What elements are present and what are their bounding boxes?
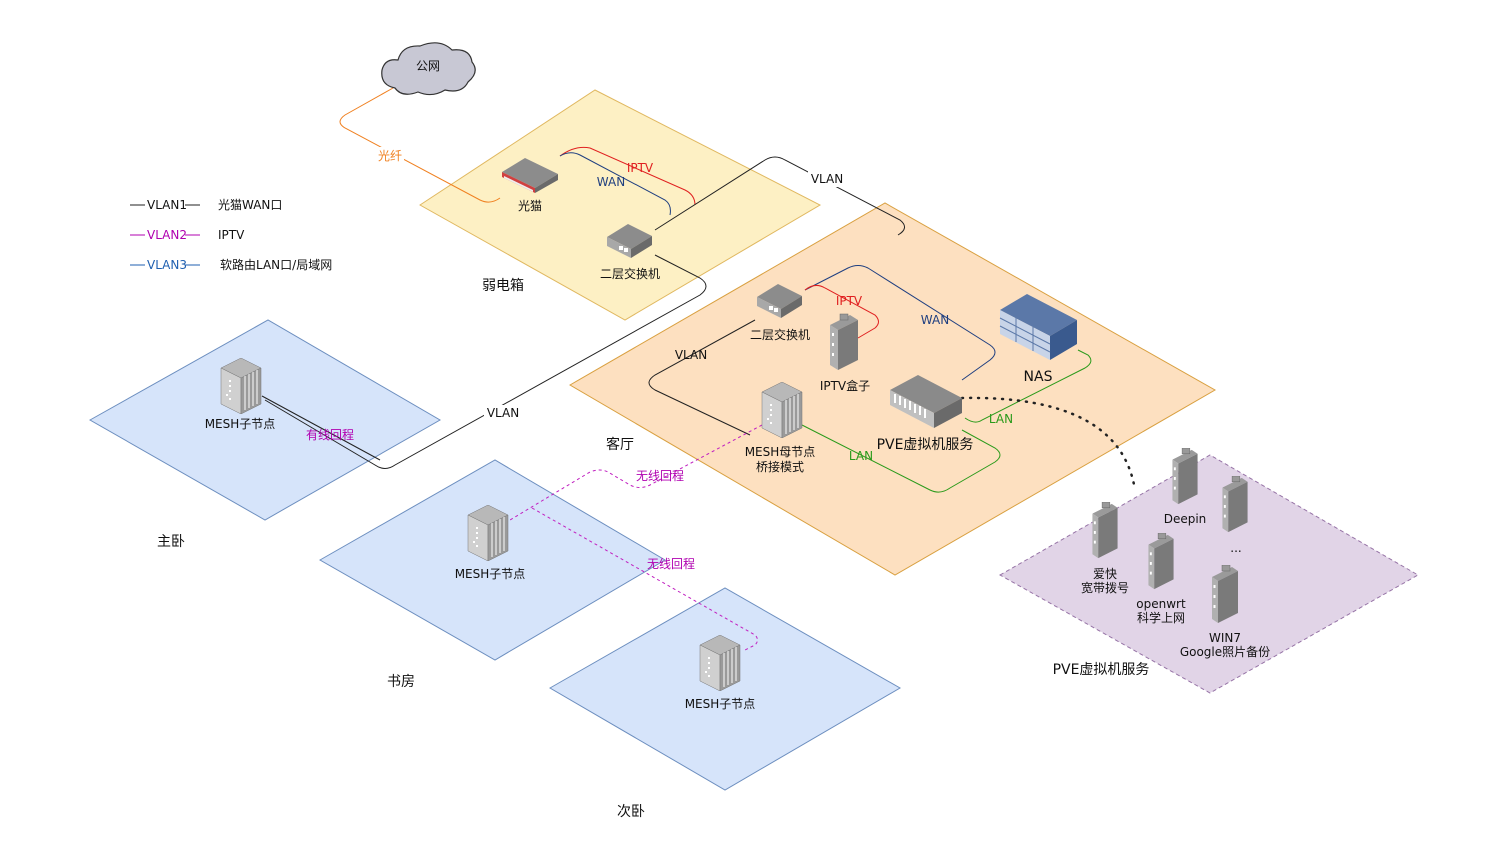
pve-server-label: PVE虚拟机服务 [877, 437, 974, 453]
legend: VLAN1 光猫WAN口 VLAN2 IPTV VLAN3 软路由LAN口/局域… [130, 198, 332, 272]
legend-vlan2: VLAN2 [147, 228, 187, 242]
room-label-pve: PVE虚拟机服务 [1053, 662, 1150, 678]
legend-vlan3: VLAN3 [147, 258, 187, 272]
vm-openwrt-label-2: 科学上网 [1137, 610, 1185, 625]
nas-label: NAS [1024, 369, 1053, 385]
iptv-box-label: IPTV盒子 [820, 378, 870, 393]
modem-icon [502, 158, 558, 193]
room-label-master: 主卧 [157, 534, 185, 550]
modem-label: 光猫 [518, 199, 542, 213]
iptv-link-2 [804, 284, 879, 339]
vm-ikuai-label-1: 爱快 [1093, 567, 1117, 581]
mesh-master-icon [220, 358, 262, 414]
vlan-link-top [654, 156, 905, 236]
vm-ikuai-icon [1091, 502, 1119, 559]
vm-more-label: ... [1230, 541, 1241, 555]
wireless-label-2: 无线回程 [647, 556, 695, 571]
mesh-second-icon [699, 635, 741, 691]
room-study [318, 459, 666, 661]
switch-2-label: 二层交换机 [750, 327, 810, 342]
vm-deepin-icon [1171, 448, 1199, 505]
wireless-label-1: 无线回程 [636, 468, 684, 483]
room-second [548, 587, 902, 791]
wan-label-1: WAN [597, 175, 625, 189]
nas-icon [999, 294, 1077, 360]
iptv-box-icon [830, 313, 858, 370]
mesh-master-label: MESH子节点 [205, 417, 276, 431]
iptv-link-1 [559, 146, 696, 206]
vm-win7-label-1: WIN7 [1209, 631, 1241, 645]
vm-deepin-label: Deepin [1164, 512, 1207, 526]
legend-vlan2-desc: IPTV [218, 228, 245, 242]
lan-link-nas [964, 349, 1092, 423]
mesh-main-label-2: 桥接模式 [756, 459, 804, 474]
vm-openwrt-label-1: openwrt [1136, 597, 1186, 611]
iptv-label-1: IPTV [627, 161, 654, 175]
mesh-main-label-1: MESH母节点 [745, 445, 816, 459]
fiber-link [339, 87, 501, 203]
room-master [88, 319, 442, 521]
lan-label-1: LAN [989, 412, 1013, 426]
pve-server-icon [890, 375, 962, 428]
mesh-study-icon [467, 505, 509, 561]
lan-link-mesh [801, 424, 1001, 493]
wired-backhaul-link [261, 395, 381, 461]
switch-1-icon [607, 224, 652, 258]
room-label-living: 客厅 [606, 436, 634, 453]
vlan-link-living [648, 319, 756, 436]
vlan-label-mid: VLAN [487, 406, 519, 420]
vm-win7-label-2: Google照片备份 [1180, 645, 1270, 659]
wireless-link-1 [509, 424, 763, 521]
legend-vlan1: VLAN1 [147, 198, 187, 212]
vlan-label-top: VLAN [811, 172, 843, 186]
mesh-second-label: MESH子节点 [685, 697, 756, 711]
wan-link-1 [559, 152, 671, 216]
room-label-study: 书房 [387, 674, 415, 690]
pve-vm-link [960, 396, 1137, 492]
room-label-second: 次卧 [617, 804, 645, 820]
cloud-label: 公网 [416, 59, 440, 73]
wan-link-2 [804, 265, 996, 381]
room-label-weak-box: 弱电箱 [482, 278, 524, 294]
legend-vlan1-desc: 光猫WAN口 [218, 198, 282, 212]
mesh-main-icon [761, 382, 803, 438]
vlan-link-mid [264, 254, 707, 469]
vm-ikuai-label-2: 宽带拨号 [1081, 580, 1129, 595]
legend-vlan3-desc: 软路由LAN口/局域网 [220, 257, 332, 272]
iptv-label-2: IPTV [836, 294, 863, 308]
wan-label-2: WAN [921, 313, 949, 327]
lan-label-2: LAN [849, 449, 873, 463]
mesh-study-label: MESH子节点 [455, 567, 526, 581]
fiber-label: 光纤 [378, 149, 402, 163]
switch-1-label: 二层交换机 [600, 266, 660, 281]
wired-backhaul-label: 有线回程 [306, 427, 354, 442]
room-pve [998, 454, 1420, 694]
vlan-label-living: VLAN [675, 348, 707, 362]
cloud-internet-icon [381, 42, 476, 96]
room-weak-box [419, 89, 822, 321]
switch-2-icon [757, 284, 802, 318]
